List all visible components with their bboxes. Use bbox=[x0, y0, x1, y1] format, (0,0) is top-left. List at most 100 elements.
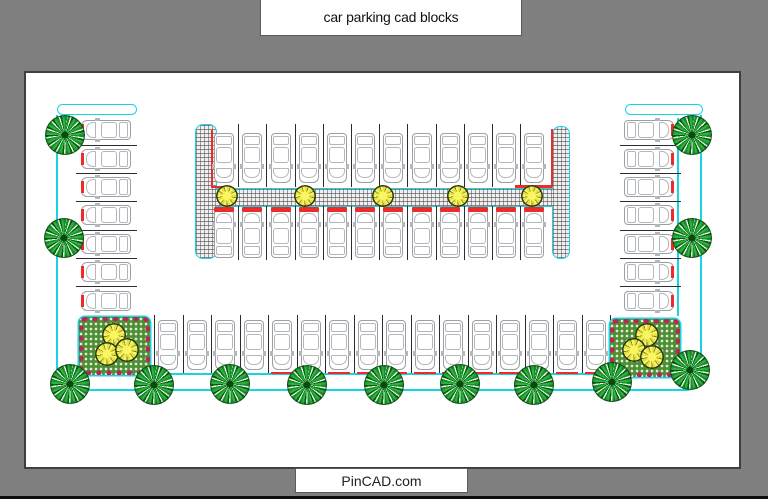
car-trunk-part bbox=[413, 246, 430, 255]
car-wind-part bbox=[469, 167, 486, 178]
car-roof-part bbox=[638, 292, 654, 309]
car-wind-part bbox=[188, 355, 205, 365]
car-mirl-part bbox=[465, 163, 469, 169]
car-mirl-part bbox=[233, 222, 237, 227]
shrub-icon bbox=[115, 338, 139, 362]
tree-icon bbox=[672, 218, 712, 258]
car-trunk-part bbox=[627, 292, 636, 309]
car-red-marking bbox=[411, 207, 432, 212]
car-trunk-part bbox=[388, 323, 405, 332]
car-roof-part bbox=[413, 146, 430, 163]
car-mirl-part bbox=[381, 163, 385, 169]
car-mirr-part bbox=[262, 351, 266, 356]
car-mirl-part bbox=[441, 351, 445, 356]
stall-divider bbox=[435, 124, 437, 187]
car-mirr-part bbox=[234, 351, 238, 356]
car-wind-part bbox=[385, 167, 402, 178]
drawing-canvas bbox=[24, 71, 741, 469]
car-block bbox=[298, 320, 323, 374]
footer-box: PinCAD.com bbox=[295, 468, 468, 493]
stall-divider bbox=[238, 124, 240, 187]
car-roof-part bbox=[300, 146, 317, 163]
car-roof-part bbox=[328, 228, 345, 244]
car-roof-part bbox=[101, 235, 117, 252]
car-mirr-part bbox=[345, 163, 349, 169]
car-trunk-part bbox=[188, 323, 205, 332]
parking-plan bbox=[26, 73, 739, 467]
car-block bbox=[624, 288, 674, 313]
car-mirr-part bbox=[402, 163, 406, 169]
car-roof-part bbox=[469, 146, 486, 163]
car-mirl-part bbox=[317, 222, 321, 227]
car-red-marking bbox=[499, 371, 522, 374]
stall-divider bbox=[239, 315, 241, 373]
car-trunk-part bbox=[331, 323, 348, 332]
car-wind-part bbox=[469, 213, 486, 223]
car-mirr-part bbox=[95, 139, 100, 143]
car-red-marking bbox=[270, 207, 291, 212]
car-wind-part bbox=[441, 167, 458, 178]
stall-divider bbox=[379, 124, 381, 187]
tree-icon bbox=[364, 365, 404, 405]
car-roof-part bbox=[498, 146, 515, 163]
car-mirl-part bbox=[240, 163, 244, 169]
car-mirl-part bbox=[458, 222, 462, 227]
car-mirl-part bbox=[345, 222, 349, 227]
car-mirr-part bbox=[655, 146, 660, 150]
car-trunk-part bbox=[245, 323, 262, 332]
car-wind-part bbox=[587, 355, 604, 365]
car-block bbox=[624, 146, 674, 171]
car-red-marking bbox=[328, 371, 351, 374]
car-roof-part bbox=[328, 146, 345, 163]
car-roof-part bbox=[413, 228, 430, 244]
car-block bbox=[296, 207, 321, 258]
car-roof-part bbox=[101, 264, 117, 281]
car-roof-part bbox=[638, 179, 654, 195]
car-trunk-part bbox=[217, 323, 234, 332]
car-trunk-part bbox=[627, 179, 636, 195]
car-mirr-part bbox=[374, 163, 378, 169]
tree-icon bbox=[514, 365, 554, 405]
car-block bbox=[583, 320, 608, 374]
car-wind-part bbox=[245, 355, 262, 365]
car-red-marking bbox=[242, 207, 263, 212]
car-block bbox=[498, 320, 523, 374]
car-wind-part bbox=[86, 264, 96, 281]
car-red-marking bbox=[671, 181, 674, 193]
car-roof-part bbox=[526, 228, 543, 244]
car-mirr-part bbox=[212, 222, 216, 227]
car-trunk-part bbox=[160, 323, 177, 332]
car-block bbox=[409, 207, 434, 258]
car-wind-part bbox=[86, 179, 96, 195]
car-trunk-part bbox=[627, 264, 636, 281]
car-mirl-part bbox=[498, 351, 502, 356]
car-trunk-part bbox=[559, 323, 576, 332]
car-trunk-part bbox=[587, 323, 604, 332]
car-roof-part bbox=[357, 146, 374, 163]
car-roof-part bbox=[216, 146, 233, 163]
car-mirr-part bbox=[655, 203, 660, 207]
car-trunk-part bbox=[357, 246, 374, 255]
car-wind-part bbox=[272, 213, 289, 223]
car-wind-part bbox=[659, 179, 669, 195]
car-wind-part bbox=[359, 355, 376, 365]
stall-divider bbox=[463, 206, 465, 260]
red-marking bbox=[211, 130, 213, 188]
inner-curb-right bbox=[677, 118, 679, 316]
car-mirl-part bbox=[213, 351, 217, 356]
car-mirl-part bbox=[95, 118, 100, 122]
car-block bbox=[213, 320, 238, 370]
curb-cap-right bbox=[625, 104, 703, 115]
stall-divider bbox=[410, 315, 412, 373]
car-roof-part bbox=[530, 334, 547, 350]
car-mirr-part bbox=[515, 163, 519, 169]
car-roof-part bbox=[217, 334, 234, 350]
car-block bbox=[412, 320, 437, 374]
car-block bbox=[268, 207, 293, 258]
car-block bbox=[81, 175, 131, 199]
tree-icon bbox=[440, 364, 480, 404]
stall-divider bbox=[581, 315, 583, 373]
stall-divider bbox=[382, 315, 384, 373]
car-mirr-part bbox=[433, 351, 437, 356]
car-trunk-part bbox=[272, 135, 289, 145]
